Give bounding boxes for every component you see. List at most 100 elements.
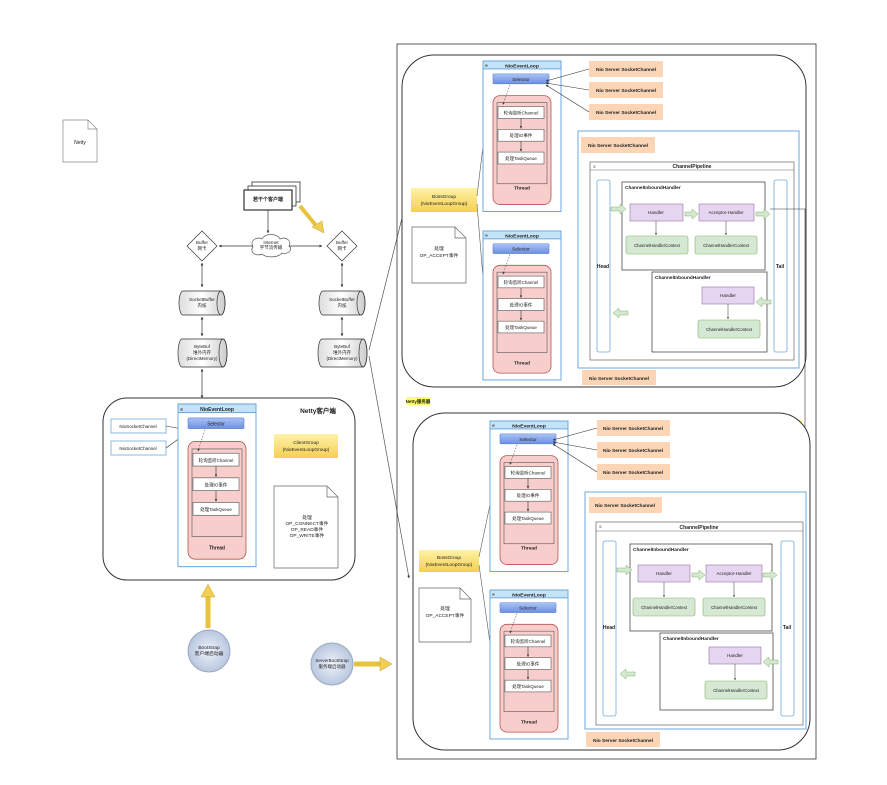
svg-text:若干个客户端: 若干个客户端	[253, 196, 283, 203]
svg-text:Head: Head	[597, 264, 609, 270]
svg-text:ChannelHandlerContext: ChannelHandlerContext	[711, 605, 758, 610]
svg-text:NioEventLoop: NioEventLoop	[512, 423, 546, 429]
server-2-channel-1: Nio Server SocketChannel	[597, 420, 670, 436]
svg-text:轮询监听Channel: 轮询监听Channel	[511, 638, 546, 645]
svg-text:ChannelInboundHandler: ChannelInboundHandler	[633, 547, 689, 553]
server-2-panel-channel-label: Nio Server SocketChannel	[589, 497, 662, 513]
svg-text:Nio Server SocketChannel: Nio Server SocketChannel	[589, 376, 649, 382]
server-1-panel-channel-label: Nio Server SocketChannel	[581, 137, 655, 153]
svg-text:字节流传输: 字节流传输	[260, 244, 283, 251]
svg-text:OP_ACCEPT事件: OP_ACCEPT事件	[420, 252, 459, 259]
svg-text:处理TaskQueue: 处理TaskQueue	[512, 515, 544, 522]
svg-text:ChannelHandlerContext: ChannelHandlerContext	[706, 327, 753, 332]
svg-text:ChannelInboundHandler: ChannelInboundHandler	[655, 275, 711, 281]
svg-text:Acceptor-Handler: Acceptor-Handler	[708, 210, 744, 215]
left-socket-buffer: SocketBuffer 内核	[178, 290, 226, 316]
svg-text:OP_CONNECT事件: OP_CONNECT事件	[286, 520, 329, 527]
svg-text:Selector: Selector	[512, 247, 530, 253]
svg-text:Acceptor-Handler: Acceptor-Handler	[716, 571, 752, 576]
accept-note-1: 处理 OP_ACCEPT事件	[411, 226, 467, 284]
svg-text:(NioEventLoopGroup): (NioEventLoopGroup)	[421, 201, 468, 207]
svg-text:Nio Server SocketChannel: Nio Server SocketChannel	[596, 67, 656, 73]
svg-text:ClientGroup: ClientGroup	[293, 440, 319, 446]
bootstrap-server: ServerBootStrap 服务端启动器	[310, 642, 354, 686]
svg-text:轮询监听Channel: 轮询监听Channel	[511, 469, 546, 476]
svg-text:BootStrap: BootStrap	[198, 645, 220, 651]
svg-text:(DirectMemory): (DirectMemory)	[187, 356, 219, 361]
svg-text:堆外内存: 堆外内存	[193, 349, 211, 356]
server-1-channel-1: Nio Server SocketChannel	[589, 61, 663, 77]
svg-text:Nio Server SocketChannel: Nio Server SocketChannel	[603, 426, 663, 432]
svg-text:处理TaskQueue: 处理TaskQueue	[505, 155, 537, 162]
server-label: Netty服务器	[406, 397, 431, 405]
svg-text:网卡: 网卡	[338, 245, 347, 252]
boss-group-2: BossGroup (NioEventLoopGroup)	[419, 550, 479, 572]
svg-text:ChannelPipeline: ChannelPipeline	[680, 525, 719, 531]
svg-text:NioSocketChannel: NioSocketChannel	[119, 446, 156, 451]
server-2-channel-2: Nio Server SocketChannel	[597, 442, 670, 458]
svg-text:Handler: Handler	[648, 210, 664, 215]
right-buffer-nic: Buffer 网卡	[326, 230, 358, 262]
client-event-loop: NioEventLoop Selector 轮询监听Channel 处理IO事件…	[178, 404, 256, 567]
svg-text:Thread: Thread	[209, 545, 225, 551]
server-2-pipeline: ≡ ChannelPipeline Head Tail ChannelInbou…	[595, 521, 804, 726]
svg-text:Handler: Handler	[720, 293, 736, 298]
left-buffer-nic: Buffer 网卡	[186, 230, 218, 262]
server-2-channel-3: Nio Server SocketChannel	[597, 464, 670, 480]
svg-text:ChannelHandlerContext: ChannelHandlerContext	[703, 243, 750, 248]
svg-text:Tail: Tail	[776, 264, 785, 270]
svg-text:(DirectMemory): (DirectMemory)	[327, 356, 359, 361]
svg-text:ChannelInboundHandler: ChannelInboundHandler	[625, 185, 681, 191]
svg-text:NioEventLoop: NioEventLoop	[505, 233, 539, 239]
svg-text:Nio Server SocketChannel: Nio Server SocketChannel	[593, 738, 653, 744]
svg-text:处理IO事件: 处理IO事件	[510, 302, 533, 309]
svg-text:ByteBuf: ByteBuf	[194, 344, 211, 349]
svg-text:NioEventLoop: NioEventLoop	[505, 63, 539, 69]
svg-text:Buffer: Buffer	[196, 240, 208, 245]
svg-text:(NioEventLoopGroup): (NioEventLoopGroup)	[426, 562, 473, 568]
client-group: ClientGroup (NioEventLoopGroup)	[274, 434, 338, 458]
svg-text:服务端启动器: 服务端启动器	[319, 663, 346, 670]
right-socket-buffer: SocketBuffer 内核	[318, 290, 366, 316]
server-2-event-loop-b: NioEventLoop Selector 轮询监听Channel 处理IO事件…	[490, 590, 568, 739]
svg-text:网卡: 网卡	[198, 245, 207, 252]
svg-text:≡: ≡	[599, 524, 602, 529]
svg-text:Selector: Selector	[207, 421, 225, 427]
server-1-channel-2: Nio Server SocketChannel	[589, 82, 663, 98]
svg-text:轮询监听Channel: 轮询监听Channel	[199, 457, 234, 464]
svg-text:Thread: Thread	[521, 546, 537, 552]
svg-text:OP_ACCEPT事件: OP_ACCEPT事件	[426, 612, 465, 619]
svg-text:SocketBuffer: SocketBuffer	[329, 297, 355, 302]
svg-text:BossGroup: BossGroup	[437, 555, 461, 561]
svg-text:ChannelHandlerContext: ChannelHandlerContext	[713, 688, 760, 693]
svg-text:Netty: Netty	[74, 140, 86, 146]
svg-text:Selector: Selector	[519, 606, 537, 612]
svg-text:处理: 处理	[440, 605, 450, 612]
svg-text:内核: 内核	[338, 302, 347, 309]
svg-text:Handler: Handler	[727, 653, 743, 658]
svg-text:Thread: Thread	[514, 186, 530, 192]
svg-text:Selector: Selector	[512, 77, 530, 83]
svg-text:处理: 处理	[302, 514, 312, 521]
svg-text:Handler: Handler	[656, 571, 672, 576]
svg-text:NioSocketChannel: NioSocketChannel	[119, 424, 156, 429]
svg-text:OP_READ事件: OP_READ事件	[291, 526, 324, 533]
svg-text:堆外内存: 堆外内存	[333, 349, 351, 356]
internet-cloud: Internet 字节流传输	[251, 234, 292, 258]
svg-text:Thread: Thread	[521, 719, 537, 725]
svg-text:Nio Server SocketChannel: Nio Server SocketChannel	[603, 448, 663, 454]
svg-text:Nio Server SocketChannel: Nio Server SocketChannel	[596, 110, 656, 116]
multi-clients-stack: 若干个客户端	[243, 181, 301, 211]
svg-text:Netty服务器: Netty服务器	[406, 398, 431, 405]
svg-text:处理IO事件: 处理IO事件	[517, 661, 540, 668]
server-1-event-loop-a: NioEventLoop Selector 轮询监听Channel 处理IO事件…	[483, 61, 561, 211]
svg-text:处理IO事件: 处理IO事件	[205, 481, 228, 488]
svg-text:Nio Server SocketChannel: Nio Server SocketChannel	[603, 470, 663, 476]
svg-text:ByteBuf: ByteBuf	[334, 344, 351, 349]
svg-text:Tail: Tail	[783, 625, 792, 631]
netty-server-frame	[396, 43, 817, 760]
svg-text:处理IO事件: 处理IO事件	[510, 132, 533, 139]
svg-text:ChannelInboundHandler: ChannelInboundHandler	[663, 636, 719, 642]
svg-text:Head: Head	[603, 625, 615, 631]
